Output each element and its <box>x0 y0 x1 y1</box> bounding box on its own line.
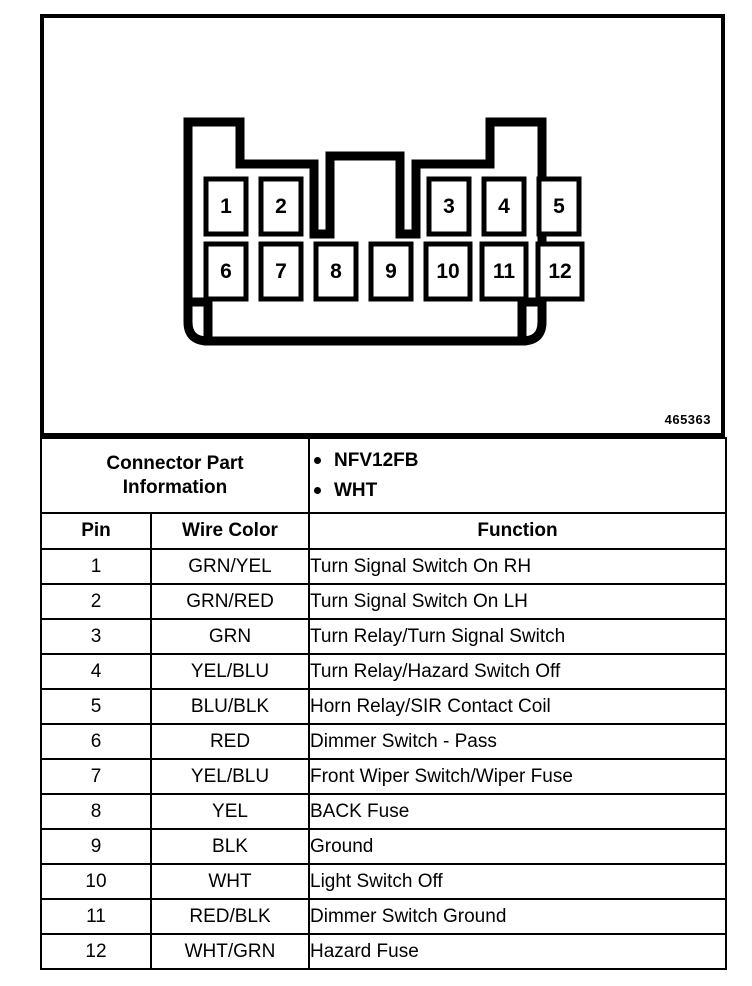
cell-function: BACK Fuse <box>308 793 727 830</box>
cell-wire-color: WHT <box>150 863 310 900</box>
cpi-value-part-number: NFV12FB <box>310 446 725 475</box>
table-row: 7 YEL/BLU Front Wiper Switch/Wiper Fuse <box>40 758 727 795</box>
connector-part-information-row: Connector Part Information NFV12FB WHT <box>40 437 727 514</box>
cell-wire-color: RED <box>150 723 310 760</box>
pin-cavity-2 <box>258 176 304 237</box>
cell-wire-color: GRN <box>150 618 310 655</box>
cell-wire-color: BLU/BLK <box>150 688 310 725</box>
cell-function: Dimmer Switch - Pass <box>308 723 727 760</box>
table-row: 11 RED/BLK Dimmer Switch Ground <box>40 898 727 935</box>
pin-cavity-6 <box>203 241 249 302</box>
table-row: 4 YEL/BLU Turn Relay/Hazard Switch Off <box>40 653 727 690</box>
table-header-row: Pin Wire Color Function <box>40 512 727 550</box>
connector-diagram-panel: 1 2 3 4 5 6 7 8 9 10 11 12 465363 <box>40 14 725 437</box>
table-row: 2 GRN/RED Turn Signal Switch On LH <box>40 583 727 620</box>
column-header-function: Function <box>308 512 727 550</box>
pin-cavity-5 <box>536 176 582 237</box>
cell-function: Hazard Fuse <box>308 933 727 970</box>
cell-function: Light Switch Off <box>308 863 727 900</box>
table-row: 3 GRN Turn Relay/Turn Signal Switch <box>40 618 727 655</box>
cell-pin: 5 <box>40 688 152 725</box>
cell-function: Dimmer Switch Ground <box>308 898 727 935</box>
cell-function: Turn Signal Switch On RH <box>308 548 727 585</box>
cell-wire-color: GRN/YEL <box>150 548 310 585</box>
cell-function: Turn Relay/Turn Signal Switch <box>308 618 727 655</box>
column-header-wire-color: Wire Color <box>150 512 310 550</box>
connector-part-information-label: Connector Part Information <box>40 437 310 514</box>
cell-wire-color: YEL/BLU <box>150 758 310 795</box>
table-row: 6 RED Dimmer Switch - Pass <box>40 723 727 760</box>
cell-wire-color: RED/BLK <box>150 898 310 935</box>
cell-function: Front Wiper Switch/Wiper Fuse <box>308 758 727 795</box>
cell-pin: 8 <box>40 793 152 830</box>
cpi-value-list: NFV12FB WHT <box>310 446 725 505</box>
table-row: 10 WHT Light Switch Off <box>40 863 727 900</box>
connector-outline-svg <box>183 117 585 346</box>
connector-shell-bottom <box>183 266 547 346</box>
pin-cavity-3 <box>426 176 472 237</box>
cell-wire-color: YEL/BLU <box>150 653 310 690</box>
pin-cavity-4 <box>481 176 527 237</box>
pin-cavity-1 <box>203 176 249 237</box>
pin-table-body: Connector Part Information NFV12FB WHT P… <box>40 437 727 970</box>
cell-pin: 10 <box>40 863 152 900</box>
cell-pin: 4 <box>40 653 152 690</box>
cell-pin: 11 <box>40 898 152 935</box>
cell-function: Turn Signal Switch On LH <box>308 583 727 620</box>
pin-cavity-7 <box>258 241 304 302</box>
cell-function: Ground <box>308 828 727 865</box>
cpi-label-line-2: Information <box>122 476 228 498</box>
diagram-reference-number: 465363 <box>664 412 711 427</box>
cell-pin: 12 <box>40 933 152 970</box>
cell-pin: 7 <box>40 758 152 795</box>
column-header-pin: Pin <box>40 512 152 550</box>
cell-function: Horn Relay/SIR Contact Coil <box>308 688 727 725</box>
table-row: 12 WHT/GRN Hazard Fuse <box>40 933 727 970</box>
cell-pin: 2 <box>40 583 152 620</box>
cell-wire-color: GRN/RED <box>150 583 310 620</box>
cell-wire-color: YEL <box>150 793 310 830</box>
pin-assignment-table: Connector Part Information NFV12FB WHT P… <box>40 437 727 970</box>
cpi-label-line-1: Connector Part <box>106 452 244 474</box>
table-row: 1 GRN/YEL Turn Signal Switch On RH <box>40 548 727 585</box>
cell-pin: 6 <box>40 723 152 760</box>
cell-wire-color: WHT/GRN <box>150 933 310 970</box>
table-row: 5 BLU/BLK Horn Relay/SIR Contact Coil <box>40 688 727 725</box>
connector-part-information-values: NFV12FB WHT <box>308 437 727 514</box>
cell-function: Turn Relay/Hazard Switch Off <box>308 653 727 690</box>
connector-illustration: 1 2 3 4 5 6 7 8 9 10 11 12 <box>182 116 592 361</box>
cell-pin: 9 <box>40 828 152 865</box>
cell-pin: 1 <box>40 548 152 585</box>
pin-cavity-10 <box>423 241 473 302</box>
table-row: 9 BLK Ground <box>40 828 727 865</box>
pin-cavity-9 <box>368 241 414 302</box>
pin-cavity-11 <box>479 241 529 302</box>
cell-wire-color: BLK <box>150 828 310 865</box>
cell-pin: 3 <box>40 618 152 655</box>
cpi-value-color: WHT <box>310 476 725 505</box>
table-row: 8 YEL BACK Fuse <box>40 793 727 830</box>
pin-cavity-8 <box>313 241 359 302</box>
pin-cavity-12 <box>535 241 585 302</box>
